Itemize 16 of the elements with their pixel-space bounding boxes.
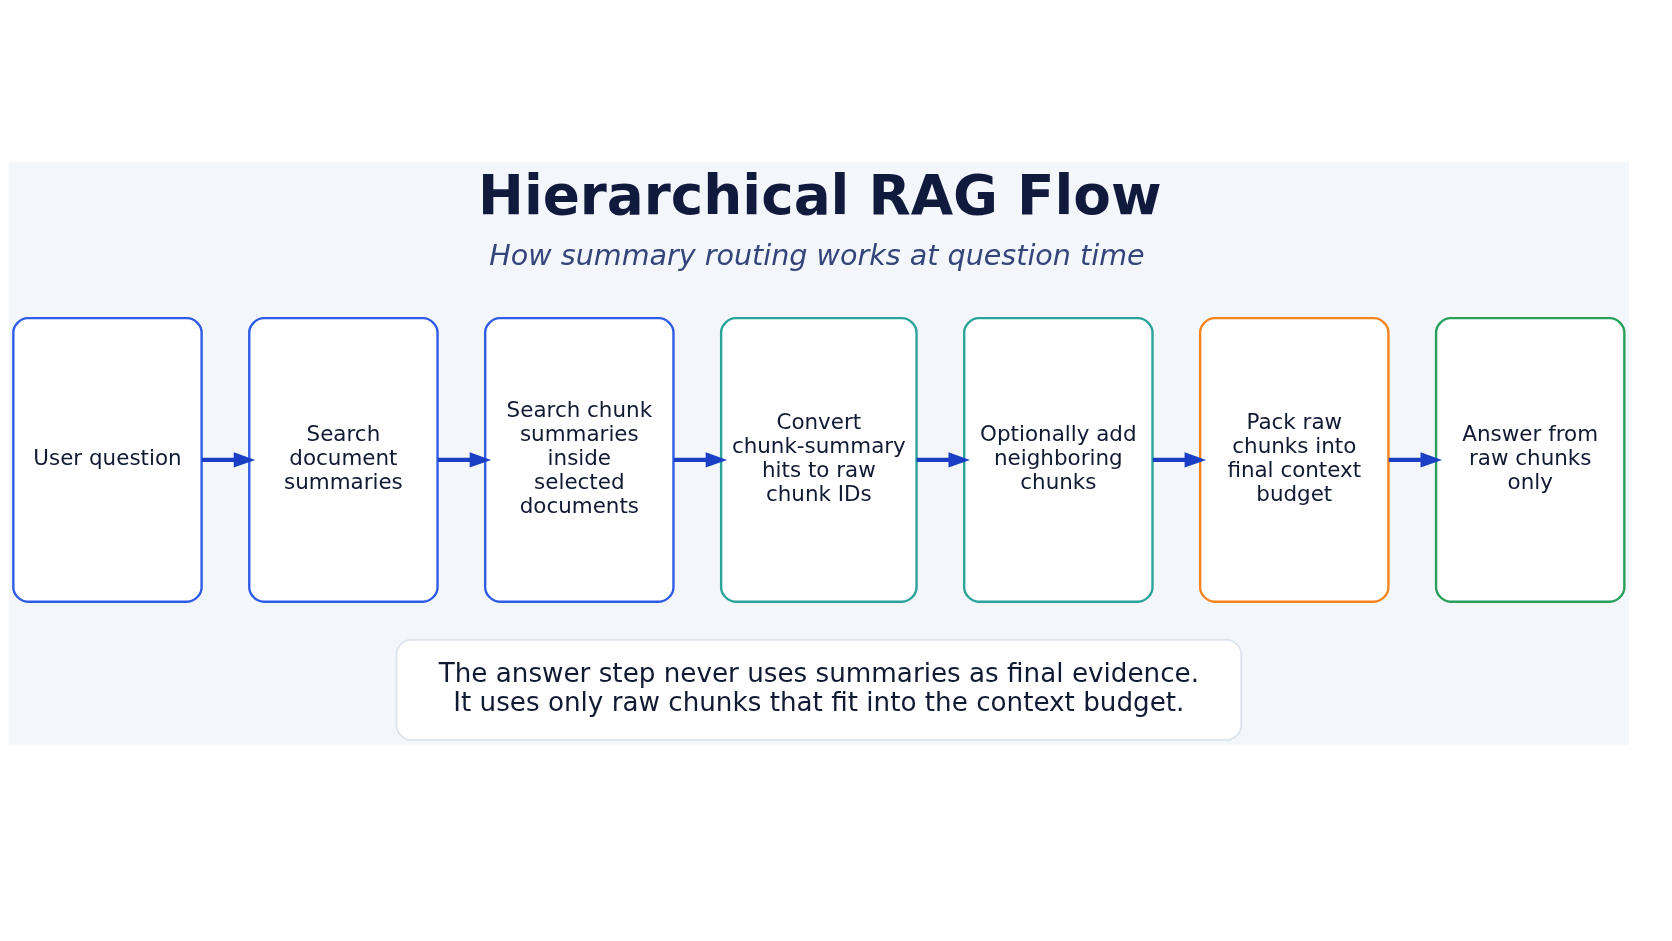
label: How summary routing works at question time (489, 237, 1145, 272)
arrow (1152, 452, 1207, 468)
node-box: The answer step never uses summaries as final evidence. It uses only raw chunks that fit into the context budget. (395, 638, 1243, 741)
arrow (673, 452, 728, 468)
node-box: Search chunk summaries inside selected documents (484, 316, 675, 603)
node-box: User question (12, 316, 203, 603)
arrow (437, 452, 492, 468)
node-box: Optionally add neighboring chunks (963, 316, 1154, 603)
node-box: Pack raw chunks into final context budget (1198, 316, 1390, 603)
node-box: Search document summaries (248, 316, 439, 603)
node-box: Convert chunk-summary hits to raw chunk IDs (719, 316, 918, 603)
node-box: Answer from raw chunks only (1434, 316, 1626, 603)
arrow (916, 452, 970, 468)
arrow (201, 452, 256, 468)
arrow (1388, 452, 1443, 468)
diagram-title: Hierarchical RAG Flow (478, 163, 1162, 228)
